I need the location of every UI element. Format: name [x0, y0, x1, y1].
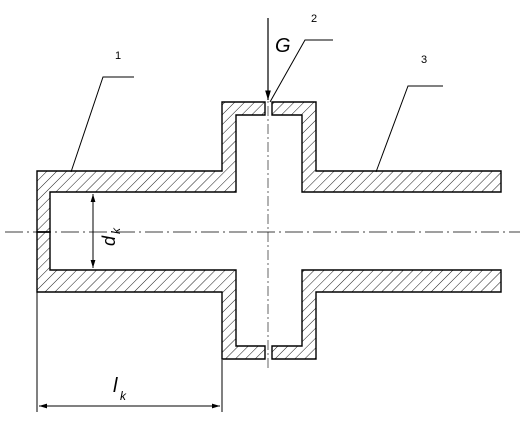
- leader-3: [375, 85, 443, 173]
- length-symbol: l: [113, 375, 118, 397]
- upper-wall-left: [36, 101, 266, 233]
- part-label-1: 1: [115, 50, 121, 62]
- leader-2: [269, 39, 333, 103]
- part-label-3: 3: [421, 54, 427, 66]
- upper-wall-right: [271, 101, 502, 193]
- diameter-symbol: d k: [99, 227, 123, 246]
- part-label-2: 2: [311, 13, 317, 25]
- lower-wall-left: [36, 231, 266, 360]
- svg-text:d: d: [99, 235, 119, 246]
- leader-1: [70, 76, 134, 173]
- length-subscript: k: [120, 389, 127, 403]
- lower-wall-right: [271, 269, 502, 360]
- svg-text:k: k: [109, 227, 123, 234]
- flow-symbol: G: [275, 35, 291, 57]
